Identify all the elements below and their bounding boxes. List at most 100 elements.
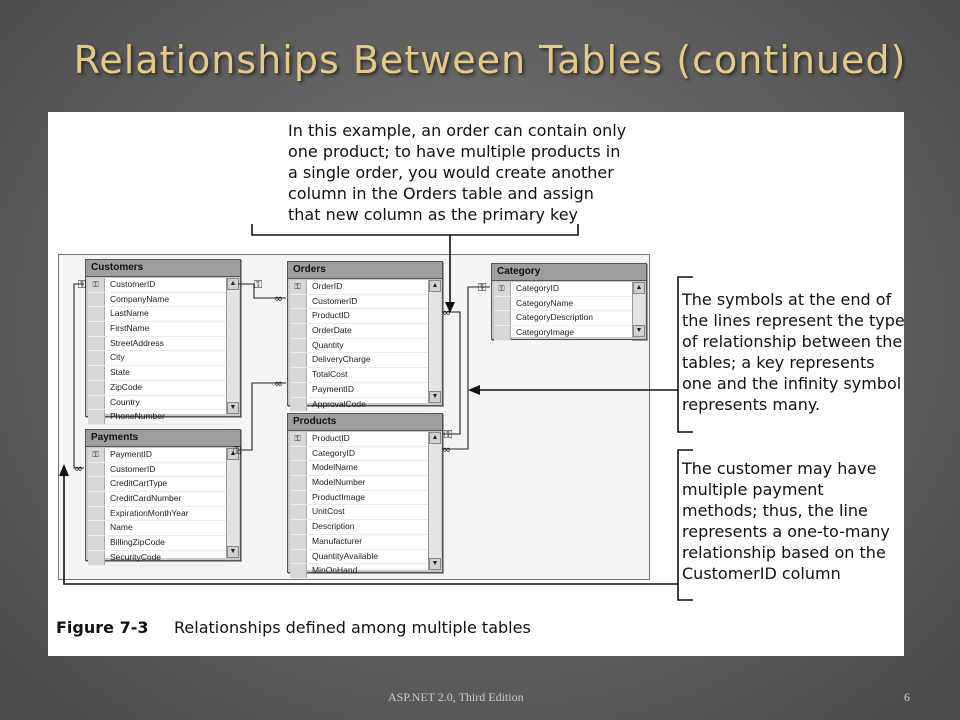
- scroll-up-arrow-icon[interactable]: ▲: [429, 432, 441, 444]
- scroll-down-arrow-icon[interactable]: ▼: [227, 546, 239, 558]
- infinity-icon: ∞: [442, 443, 451, 456]
- column-row[interactable]: CategoryDescription: [494, 311, 632, 327]
- column-row[interactable]: ⚿OrderID: [290, 280, 428, 295]
- column-row[interactable]: CreditCartType: [88, 477, 226, 493]
- column-row[interactable]: CategoryID: [290, 446, 428, 462]
- figure-number: Figure 7-3: [56, 618, 149, 637]
- column-name: ProductID: [312, 433, 350, 443]
- scrollbar[interactable]: ▲▼: [226, 448, 239, 558]
- column-row[interactable]: State: [88, 366, 226, 381]
- column-row[interactable]: DeliveryCharge: [290, 353, 428, 369]
- table-products-title: Products: [288, 414, 442, 431]
- column-row[interactable]: Country: [88, 395, 226, 411]
- column-row[interactable]: BillingZipCode: [88, 536, 226, 551]
- key-icon: ⚿: [294, 434, 301, 443]
- row-selector: [88, 292, 105, 307]
- row-selector: [88, 410, 105, 424]
- figure: In this example, an order can contain on…: [48, 112, 905, 656]
- column-row[interactable]: ExpirationMonthYear: [88, 506, 226, 522]
- column-row[interactable]: City: [88, 351, 226, 367]
- column-row[interactable]: ModelNumber: [290, 476, 428, 491]
- row-selector: [290, 490, 307, 505]
- column-row[interactable]: ProductImage: [290, 490, 428, 506]
- scroll-up-arrow-icon[interactable]: ▲: [227, 448, 239, 460]
- column-row[interactable]: CustomerID: [88, 462, 226, 478]
- column-row[interactable]: QuantityAvailable: [290, 549, 428, 565]
- row-selector: [88, 521, 105, 536]
- column-row[interactable]: ApprovalCode: [290, 397, 428, 413]
- column-row[interactable]: LastName: [88, 307, 226, 323]
- column-row[interactable]: ⚿CategoryID: [494, 282, 632, 297]
- column-row[interactable]: Quantity: [290, 338, 428, 354]
- column-row[interactable]: SecurityCode: [88, 550, 226, 566]
- scrollbar[interactable]: ▲▼: [428, 280, 441, 403]
- column-row[interactable]: ZipCode: [88, 380, 226, 396]
- slide-title: Relationships Between Tables (continued): [73, 38, 907, 82]
- column-row[interactable]: PhoneNumber: [88, 410, 226, 425]
- scroll-up-arrow-icon[interactable]: ▲: [633, 282, 645, 294]
- scroll-down-arrow-icon[interactable]: ▼: [633, 325, 645, 337]
- row-selector: [88, 336, 105, 351]
- row-selector: [290, 294, 307, 309]
- row-selector: [494, 282, 511, 296]
- key-icon: ⚿: [78, 278, 86, 291]
- key-icon: ⚿: [498, 284, 505, 293]
- column-row[interactable]: ModelName: [290, 461, 428, 477]
- column-name: Quantity: [312, 339, 344, 350]
- column-row[interactable]: Description: [290, 520, 428, 535]
- row-selector: [290, 382, 307, 397]
- callout-bracket-symbols: [677, 276, 693, 433]
- column-name: PaymentID: [110, 449, 153, 459]
- column-row[interactable]: FirstName: [88, 322, 226, 337]
- scroll-down-arrow-icon[interactable]: ▼: [429, 558, 441, 570]
- column-name: FirstName: [110, 323, 150, 334]
- column-name: UnitCost: [312, 506, 345, 517]
- row-selector: [290, 461, 307, 476]
- callout-customer-payments: The customer may have multiple payment m…: [682, 459, 890, 583]
- scroll-down-arrow-icon[interactable]: ▼: [227, 402, 239, 414]
- column-row[interactable]: Name: [88, 521, 226, 537]
- column-row[interactable]: CategoryName: [494, 296, 632, 312]
- column-row[interactable]: PaymentID: [290, 382, 428, 398]
- column-name: OrderDate: [312, 325, 352, 336]
- column-row[interactable]: CustomerID: [290, 294, 428, 310]
- column-row[interactable]: Manufacturer: [290, 534, 428, 550]
- column-row[interactable]: CompanyName: [88, 292, 226, 308]
- column-row[interactable]: StreetAddress: [88, 336, 226, 352]
- column-row[interactable]: ⚿CustomerID: [88, 278, 226, 293]
- column-name: CategoryID: [312, 447, 355, 458]
- column-name: CustomerID: [312, 295, 358, 306]
- scroll-down-arrow-icon[interactable]: ▼: [429, 391, 441, 403]
- scrollbar[interactable]: ▲▼: [226, 278, 239, 414]
- column-row[interactable]: ⚿PaymentID: [88, 448, 226, 463]
- row-selector: [290, 564, 307, 578]
- row-selector: [88, 380, 105, 395]
- column-row[interactable]: MinOnHand: [290, 564, 428, 579]
- column-row[interactable]: ProductID: [290, 309, 428, 325]
- rel-customers-payments: [73, 283, 84, 469]
- scroll-up-arrow-icon[interactable]: ▲: [429, 280, 441, 292]
- row-selector: [290, 549, 307, 564]
- column-name: City: [110, 352, 125, 363]
- row-selector: [88, 448, 105, 462]
- column-name: PaymentID: [312, 383, 355, 394]
- scrollbar[interactable]: ▲▼: [428, 432, 441, 570]
- column-row[interactable]: TotalCost: [290, 368, 428, 383]
- column-row[interactable]: OrderDate: [290, 324, 428, 339]
- column-row[interactable]: CreditCardNumber: [88, 492, 226, 507]
- row-selector: [494, 296, 511, 311]
- scrollbar[interactable]: ▲▼: [632, 282, 645, 337]
- row-selector: [88, 492, 105, 506]
- column-row[interactable]: CategoryImage: [494, 326, 632, 341]
- column-row[interactable]: ⚿ ProductID: [290, 432, 428, 447]
- infinity-icon: ∞: [74, 462, 83, 475]
- column-name: OrderID: [312, 281, 343, 291]
- column-row[interactable]: UnitCost: [290, 505, 428, 521]
